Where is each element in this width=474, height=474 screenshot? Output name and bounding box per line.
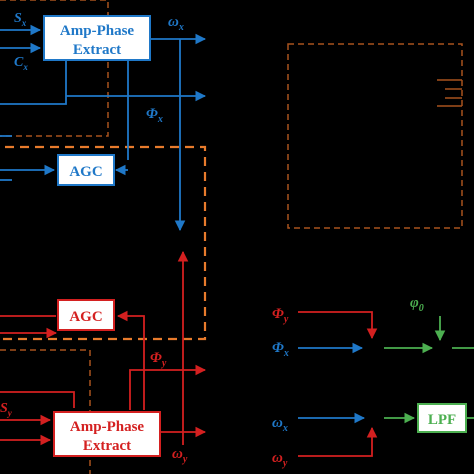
- agc-y-label: AGC: [69, 309, 102, 325]
- omega-y-right-wire: [298, 426, 378, 457]
- amp-phase-x-line2: Extract: [73, 42, 121, 58]
- phi-x-right-label: Φx: [272, 340, 289, 359]
- phi-y-right-wire: [298, 311, 378, 340]
- phi-x-label: Φx: [146, 106, 163, 125]
- s-x-label: Sx: [14, 11, 27, 28]
- agc-y-block[interactable]: [57, 299, 115, 331]
- right-dashed-region: [287, 43, 463, 229]
- amp-phase-extract-x-block[interactable]: [43, 15, 151, 61]
- phi-y-right-label: Φy: [272, 306, 289, 325]
- omega-y-label: ωy: [172, 446, 188, 465]
- omega-x-label: ωx: [168, 14, 184, 33]
- x-channel-dashed-region: [0, 0, 109, 137]
- phi-y-label: Φy: [150, 350, 167, 369]
- x-channel-wiring: [0, 24, 207, 232]
- amp-phase-extract-y-block[interactable]: [53, 411, 161, 457]
- omega-y-right-label: ωy: [272, 450, 288, 469]
- agc-x-block[interactable]: [57, 154, 115, 186]
- y-channel-wiring: [0, 250, 207, 446]
- omega-x-right-label: ωx: [272, 415, 288, 434]
- varphi0-label: φ0: [410, 295, 424, 314]
- amp-phase-y-line1: Amp-Phase: [70, 419, 145, 435]
- lpf-block[interactable]: [417, 403, 467, 433]
- lpf-label: LPF: [428, 412, 456, 428]
- agc-x-label: AGC: [69, 164, 102, 180]
- amp-phase-x-line1: Amp-Phase: [60, 23, 135, 39]
- c-x-label: Cx: [14, 55, 28, 72]
- s-y-label: Sy: [0, 401, 13, 418]
- agc-loop-dashed-region: [0, 145, 207, 341]
- amp-phase-y-line2: Extract: [83, 438, 131, 454]
